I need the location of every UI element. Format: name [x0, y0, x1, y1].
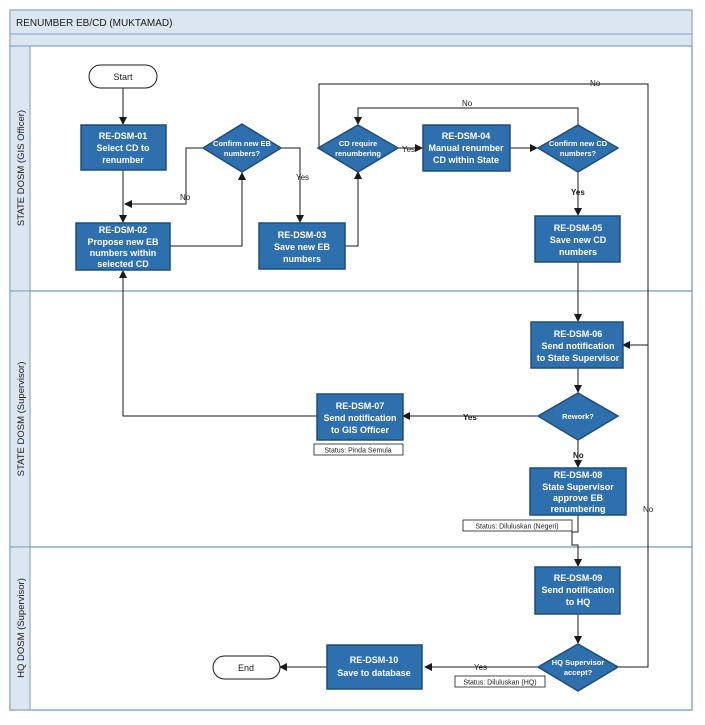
lane-hq-supervisor: HQ DOSM (Supervisor): [9, 546, 693, 711]
svg-text:RE-DSM-09: RE-DSM-09: [554, 573, 603, 583]
svg-text:Rework?: Rework?: [562, 412, 594, 421]
label-d1-yes: Yes: [296, 173, 309, 182]
svg-text:accept?: accept?: [564, 668, 593, 677]
decision-confirm-new-eb: Confirm new EB numbers?: [201, 123, 283, 173]
edge-d1-yes-to-03: [281, 147, 304, 223]
svg-text:RE-DSM-03: RE-DSM-03: [278, 230, 327, 240]
svg-text:RE-DSM-06: RE-DSM-06: [554, 329, 603, 339]
label-d2-yes: Yes: [402, 145, 415, 154]
edge-d3-no-to-d2: [354, 107, 579, 126]
edge-03-to-d2: [345, 171, 362, 247]
svg-text:Manual renumber: Manual renumber: [428, 143, 504, 153]
svg-text:CD require: CD require: [339, 139, 377, 148]
svg-text:RE-DSM-02: RE-DSM-02: [99, 225, 148, 235]
svg-text:Status: Diluluskan (Negeri): Status: Diluluskan (Negeri): [475, 524, 558, 531]
svg-text:renumbering: renumbering: [550, 504, 605, 514]
svg-text:numbers within: numbers within: [90, 248, 157, 258]
svg-text:to GIS Officer: to GIS Officer: [331, 425, 390, 435]
edge-d2-no-to-06: [318, 83, 649, 349]
process-re-dsm-01: RE-DSM-01 Select CD to renumber: [80, 124, 167, 171]
start-terminal: Start: [88, 64, 158, 89]
decision-cd-require-renumbering: CD require renumbering: [316, 124, 400, 173]
label-d1-no: No: [180, 193, 191, 202]
svg-text:RE-DSM-01: RE-DSM-01: [99, 131, 148, 141]
svg-text:Select CD to: Select CD to: [96, 143, 150, 153]
connectors: [119, 83, 649, 671]
edge-d5-no-to-06: [618, 345, 649, 668]
svg-text:Status: Diluluskan (HQ): Status: Diluluskan (HQ): [463, 680, 536, 687]
svg-text:to State Supervisor: to State Supervisor: [537, 353, 620, 363]
svg-text:Send notification: Send notification: [324, 413, 397, 423]
sub-header-bar: [9, 33, 693, 47]
edge-07-to-02: [119, 270, 317, 417]
status-tag-08: Status: Diluluskan (Negeri): [462, 519, 573, 532]
label-d2-no: No: [590, 79, 601, 88]
svg-text:to HQ: to HQ: [566, 597, 591, 607]
decision-rework: Rework?: [536, 392, 620, 441]
status-tag-10: Status: Diluluskan (HQ): [454, 675, 546, 688]
process-re-dsm-06: RE-DSM-06 Send notification to State Sup…: [530, 321, 624, 369]
status-tag-07: Status: Pinda Semula: [313, 443, 404, 456]
decision-confirm-new-cd: Confirm new CD numbers?: [536, 124, 620, 173]
svg-text:Confirm new EB: Confirm new EB: [213, 139, 272, 148]
diagram-title: RENUMBER EB/CD (MUKTAMAD): [16, 18, 172, 29]
svg-text:approve EB: approve EB: [553, 493, 604, 503]
svg-text:Save new CD: Save new CD: [550, 235, 607, 245]
svg-text:Save new EB: Save new EB: [274, 242, 331, 252]
svg-text:Save to database: Save to database: [337, 668, 411, 678]
edge-02-to-d1: [170, 172, 246, 247]
process-re-dsm-04: RE-DSM-04 Manual renumber CD within Stat…: [422, 124, 511, 172]
svg-text:Propose new EB: Propose new EB: [87, 237, 159, 247]
lane-label-state-supervisor: STATE DOSM (Supervisor): [16, 362, 27, 477]
svg-text:selected CD: selected CD: [97, 259, 149, 269]
svg-text:Send notification: Send notification: [542, 341, 615, 351]
svg-text:numbers: numbers: [283, 254, 321, 264]
lane-label-gis: STATE DOSM (GIS Officer): [16, 110, 27, 226]
svg-text:renumber: renumber: [102, 155, 144, 165]
process-re-dsm-10: RE-DSM-10 Save to database: [326, 644, 423, 690]
svg-text:Confirm new CD: Confirm new CD: [549, 139, 608, 148]
label-d4-yes: Yes: [463, 413, 477, 422]
svg-text:renumbering: renumbering: [335, 149, 381, 158]
label-d3-yes: Yes: [571, 188, 585, 197]
process-re-dsm-05: RE-DSM-05 Save new CD numbers: [534, 215, 621, 263]
svg-text:RE-DSM-10: RE-DSM-10: [350, 655, 399, 665]
lane-label-hq-supervisor: HQ DOSM (Supervisor): [16, 578, 27, 678]
edge-d1-no-to-02: [124, 147, 203, 208]
decision-hq-supervisor-accept: HQ Supervisor accept?: [536, 643, 620, 692]
svg-text:RE-DSM-05: RE-DSM-05: [554, 223, 603, 233]
svg-text:numbers?: numbers?: [560, 149, 597, 158]
svg-text:HQ Supervisor: HQ Supervisor: [552, 658, 605, 667]
end-label: End: [238, 663, 254, 673]
label-d5-no: No: [643, 505, 654, 514]
svg-text:Send notification: Send notification: [542, 585, 615, 595]
edge-08-to-09: [571, 515, 582, 567]
end-terminal: End: [212, 655, 281, 680]
start-label: Start: [113, 72, 133, 82]
svg-text:State Supervisor: State Supervisor: [542, 482, 614, 492]
title-bar: [9, 9, 693, 35]
svg-text:Status: Pinda Semula: Status: Pinda Semula: [324, 448, 391, 455]
svg-text:RE-DSM-08: RE-DSM-08: [554, 470, 603, 480]
svg-text:RE-DSM-07: RE-DSM-07: [336, 401, 385, 411]
svg-text:numbers: numbers: [559, 247, 597, 257]
process-re-dsm-09: RE-DSM-09 Send notification to HQ: [534, 566, 621, 615]
process-re-dsm-08: RE-DSM-08 State Supervisor approve EB re…: [529, 467, 627, 516]
label-d5-yes: Yes: [474, 663, 487, 672]
process-re-dsm-02: RE-DSM-02 Propose new EB numbers within …: [75, 222, 171, 271]
svg-text:numbers?: numbers?: [224, 149, 261, 158]
label-d3-no: No: [462, 99, 473, 108]
svg-text:RE-DSM-04: RE-DSM-04: [442, 131, 491, 141]
svg-text:CD within State: CD within State: [433, 155, 499, 165]
process-re-dsm-07: RE-DSM-07 Send notification to GIS Offic…: [316, 393, 404, 441]
label-d4-no: No: [573, 451, 584, 460]
process-re-dsm-03: RE-DSM-03 Save new EB numbers: [258, 222, 346, 270]
